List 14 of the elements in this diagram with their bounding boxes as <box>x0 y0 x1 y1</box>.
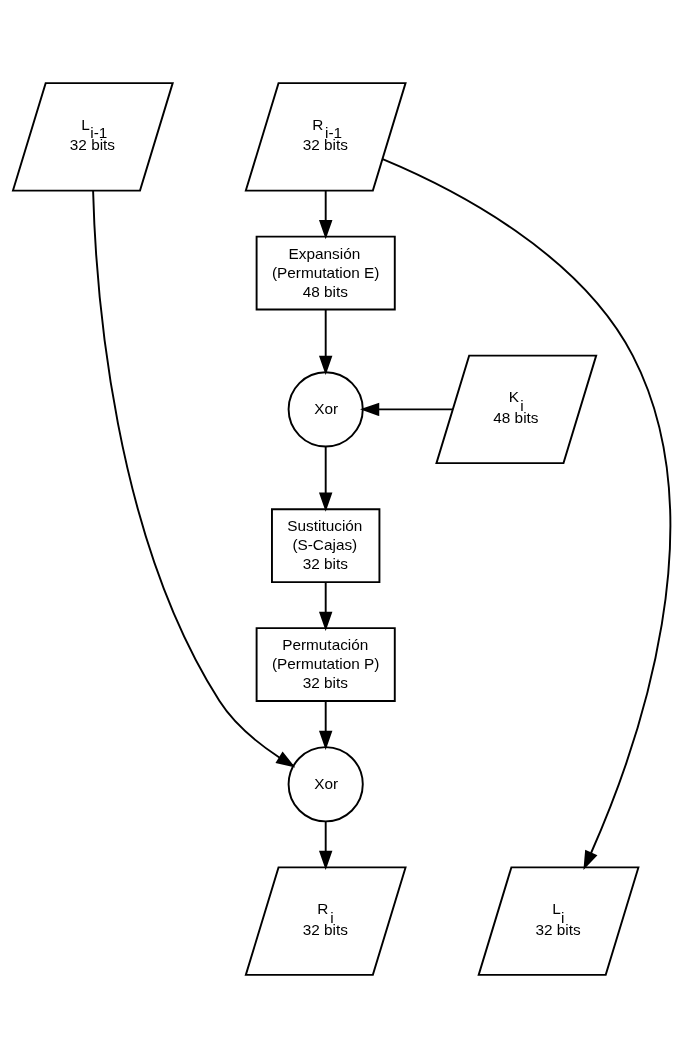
arrow <box>381 157 672 870</box>
arrow <box>92 189 296 767</box>
arrow <box>318 700 333 750</box>
node-circle: Xor <box>287 370 364 447</box>
arrow <box>318 820 333 870</box>
arrow <box>318 445 333 512</box>
arrow <box>318 581 333 631</box>
arrow <box>318 189 333 239</box>
node-box: Sustitución (S-Cajas) 32 bits <box>271 507 381 583</box>
arrow <box>318 308 333 375</box>
node-box: Permutación (Permutation P) 32 bits <box>255 626 396 702</box>
arrow <box>360 402 454 416</box>
node-box: Expansión (Permutation E) 48 bits <box>255 235 396 311</box>
node-circle: Xor <box>287 745 364 822</box>
